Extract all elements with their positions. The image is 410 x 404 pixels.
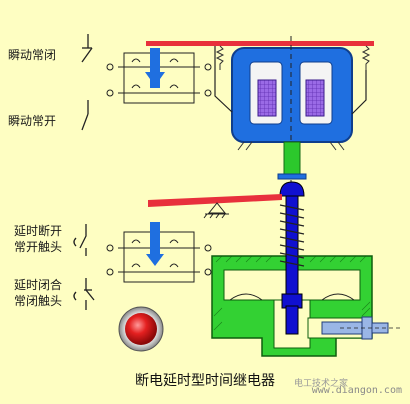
watermark-badge: 电工技术之家 [293, 379, 348, 389]
label-delay-open-2: 常开触头 [14, 240, 63, 254]
label-instant-no: 瞬动常开 [8, 114, 57, 128]
coil-winding-left [257, 79, 277, 117]
label-delay-open-1: 延时断开 [14, 224, 63, 238]
switch-nc-icon [81, 34, 93, 63]
instant-contact-box [106, 48, 212, 104]
plunger-cap [279, 181, 305, 197]
delay-lever [148, 194, 282, 207]
label-delay-close-1: 延时闭合 [14, 278, 63, 292]
coil-winding-right [305, 79, 325, 117]
label-instant-nc: 瞬动常闭 [8, 48, 57, 62]
armature-stem [283, 141, 301, 177]
return-spring-icon [279, 204, 305, 267]
switch-no-icon [81, 100, 89, 131]
top-bar [146, 41, 374, 46]
watermark-url: www.diangon.com [311, 385, 402, 396]
spring-right-icon [361, 45, 371, 70]
delay-contact-box [106, 222, 212, 283]
diagram-title: 断电延时型时间继电器 [135, 373, 275, 389]
switch-delay-no-icon [73, 224, 87, 256]
label-delay-close-2: 常闭触头 [14, 294, 63, 308]
plunger-shaft [285, 195, 299, 297]
pivot-icon [207, 202, 227, 214]
switch-delay-nc-icon [73, 278, 95, 310]
spring-left-icon [215, 45, 225, 70]
